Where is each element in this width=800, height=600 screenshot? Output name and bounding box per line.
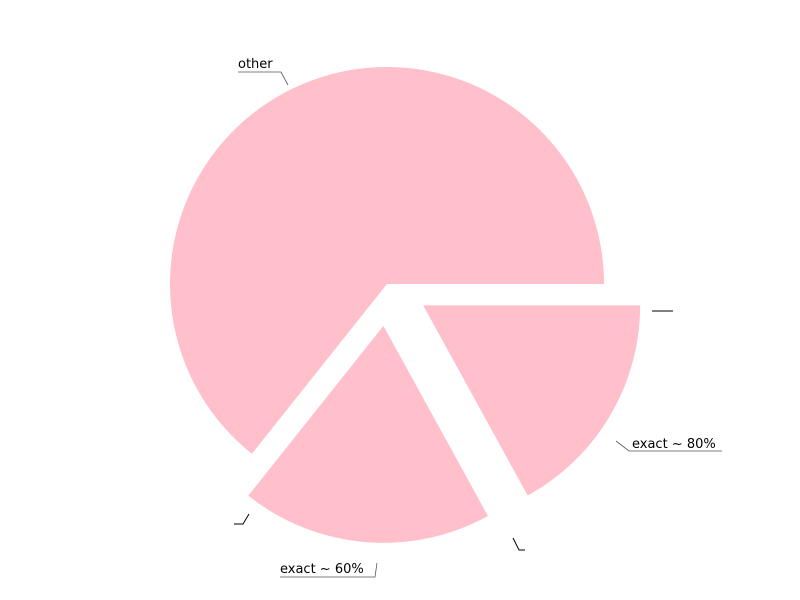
pie-slice-other bbox=[170, 66, 604, 454]
pie-slice-exact-80 bbox=[423, 305, 641, 496]
tick-mark-bottom bbox=[512, 537, 525, 551]
leader-line-exact-60 bbox=[280, 562, 378, 578]
pie-slices bbox=[170, 66, 641, 543]
slice-label-exact-80: exact ~ 80% bbox=[632, 437, 716, 452]
leader-line-exact-80 bbox=[615, 440, 722, 452]
slice-label-exact-60: exact ~ 60% bbox=[280, 562, 364, 577]
leader-line-other bbox=[238, 71, 289, 86]
tick-mark-lower-left bbox=[234, 513, 250, 525]
slice-label-other: other bbox=[238, 57, 273, 72]
pie-slice-exact-60 bbox=[248, 325, 488, 543]
